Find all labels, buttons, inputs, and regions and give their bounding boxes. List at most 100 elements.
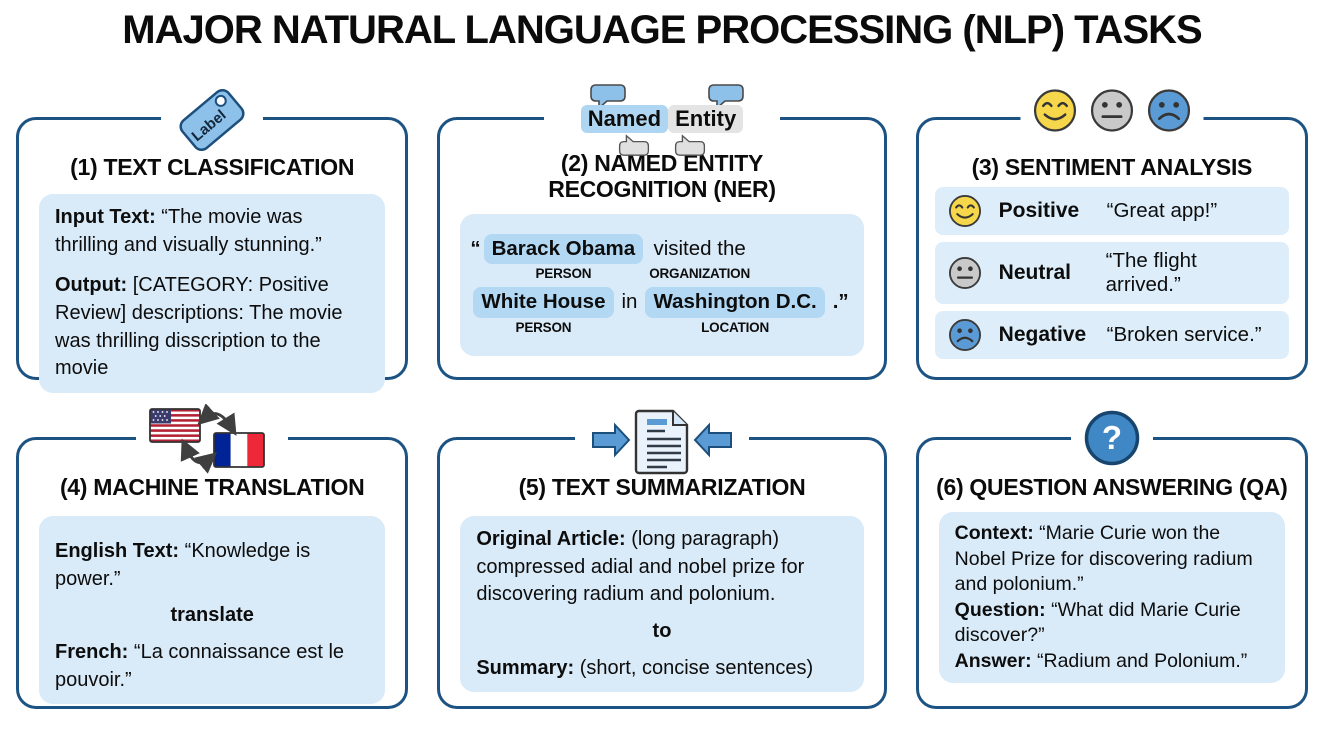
card4-french-label: French: — [55, 641, 129, 663]
ner-entity-tag: PERSON — [515, 319, 572, 335]
card6-question-line: Question: “What did Marie Curie discover… — [955, 598, 1269, 649]
sentiment-faces-icon — [1020, 88, 1204, 133]
card4-english-line: English Text: “Knowledge is power.” — [55, 538, 369, 593]
ner-phrase-chunk: visited the ORGANIZATION — [649, 234, 750, 284]
card5-heading: (5) TEXT SUMMARIZATION — [518, 474, 806, 500]
card2-content-box: “ Barack Obama PERSON visited the ORGANI… — [460, 214, 864, 357]
ner-entity-chunk: White House PERSON — [473, 287, 614, 337]
card-machine-translation: (4) MACHINE TRANSLATION English Text: “K… — [16, 403, 409, 709]
card-sentiment-analysis: (3) SENTIMENT ANALYSIS Positive “Great a… — [915, 88, 1308, 380]
card6-answer-text: “Radium and Polonium.” — [1037, 649, 1248, 672]
sad-face-icon — [1147, 89, 1190, 132]
ner-icon-word-entity: Entity — [668, 105, 744, 133]
sentiment-quote: “Great app!” — [1106, 199, 1218, 223]
card4-translate-word: translate — [170, 604, 254, 627]
card1-content-box: Input Text: “The movie was thrilling and… — [39, 194, 386, 393]
happy-face-icon — [1033, 89, 1076, 132]
card1-output-line: Output: [CATEGORY: Positive Review] desc… — [55, 272, 369, 382]
translation-flags-icon — [136, 403, 289, 474]
card1-input-label: Input Text: — [55, 206, 156, 229]
card5-summary-text: (short, concise sentences) — [579, 656, 814, 679]
ner-phrase: visited the — [653, 236, 746, 260]
card6-question-label: Question: — [954, 598, 1046, 621]
sentiment-label: Neutral — [998, 261, 1072, 285]
card1-input-line: Input Text: “The movie was thrilling and… — [55, 204, 369, 259]
ner-icon-word-named: Named — [580, 105, 669, 133]
ner-entity-chunk: Barack Obama PERSON — [483, 233, 644, 284]
card3-heading: (3) SENTIMENT ANALYSIS — [971, 154, 1253, 180]
card5-original-text: (long paragraph) compressed adial and no… — [476, 528, 805, 606]
card5-to-word: to — [652, 620, 672, 642]
us-flag-icon — [149, 408, 202, 443]
card-text-classification: Label (1) TEXT CLASSIFICATION Input Text… — [16, 84, 409, 393]
ner-entity-tag: PERSON — [535, 265, 592, 281]
card1-input-text: “The movie was thrilling and visually st… — [55, 206, 322, 256]
ner-entity-highlight: Washington D.C. — [645, 287, 825, 318]
ner-entity-highlight: White House — [473, 287, 614, 318]
happy-face-icon — [948, 195, 981, 228]
card5-content-box: Original Article: (long paragraph) compr… — [460, 516, 864, 693]
summarization-document-icon — [575, 404, 749, 476]
card4-heading: (4) MACHINE TRANSLATION — [59, 474, 365, 500]
card5-original-line: Original Article: (long paragraph) compr… — [476, 526, 847, 609]
speech-bubble-icon — [708, 84, 744, 110]
sentiment-label: Positive — [998, 199, 1080, 223]
speech-bubble-icon — [618, 134, 650, 156]
card1-heading: (1) TEXT CLASSIFICATION — [70, 154, 355, 180]
card4-french-line: French: “La connaissance est le pouvoir.… — [55, 639, 369, 694]
ner-closing-chunk: .” — [831, 287, 851, 317]
ner-sentence-line-1: “ Barack Obama PERSON visited the ORGANI… — [470, 233, 853, 284]
sad-face-icon — [948, 319, 981, 352]
ner-connector: in — [621, 290, 638, 314]
neutral-face-icon — [948, 257, 981, 290]
arrow-right-icon — [592, 422, 631, 458]
ner-closing-quote: .” — [832, 290, 849, 314]
card4-content-box: English Text: “Knowledge is power.” tran… — [39, 516, 386, 705]
card6-content-box: Context: “Marie Curie won the Nobel Priz… — [938, 512, 1285, 684]
document-icon — [634, 409, 689, 475]
card6-answer-label: Answer: — [954, 649, 1032, 672]
neutral-face-icon — [1090, 89, 1133, 132]
card1-output-label: Output: — [55, 274, 128, 297]
card5-original-label: Original Article: — [476, 528, 626, 551]
card6-answer-line: Answer: “Radium and Polonium.” — [955, 649, 1269, 675]
ner-connector-chunk: in — [620, 287, 640, 317]
card1-output-text: [CATEGORY: Positive Review] descriptions… — [55, 274, 343, 380]
sentiment-row-positive: Positive “Great app!” — [934, 187, 1289, 236]
card4-french-text: “La connaissance est le pouvoir.” — [55, 641, 345, 691]
card6-context-text: “Marie Curie won the Nobel Prize for dis… — [954, 522, 1253, 596]
card4-english-text: “Knowledge is power.” — [55, 540, 311, 590]
sentiment-row-neutral: Neutral “The flight arrived.” — [934, 242, 1289, 305]
card-question-answering: ? (6) QUESTION ANSWERING (QA) Context: “… — [915, 409, 1308, 709]
ner-entity-tag: LOCATION — [701, 319, 770, 335]
card2-heading: (2) NAMED ENTITY RECOGNITION (NER) — [548, 150, 776, 203]
card-text-summarization: (5) TEXT SUMMARIZATION Original Article:… — [437, 404, 887, 709]
card6-heading: (6) QUESTION ANSWERING (QA) — [936, 474, 1288, 500]
card6-context-label: Context: — [954, 522, 1034, 545]
question-mark-icon: ? — [1070, 409, 1153, 467]
french-flag-icon — [213, 432, 266, 468]
card6-context-line: Context: “Marie Curie won the Nobel Priz… — [955, 521, 1269, 598]
ner-phrase-tag: ORGANIZATION — [649, 265, 751, 281]
sentiment-label: Negative — [998, 323, 1087, 347]
sentiment-quote: “Broken service.” — [1106, 323, 1262, 347]
card5-summary-line: Summary: (short, concise sentences) — [476, 655, 847, 683]
cards-grid: Label (1) TEXT CLASSIFICATION Input Text… — [0, 84, 1324, 709]
arrow-left-icon — [693, 422, 732, 458]
card5-summary-label: Summary: — [476, 656, 575, 679]
card6-question-text: “What did Marie Curie discover?” — [954, 598, 1241, 647]
page-title: MAJOR NATURAL LANGUAGE PROCESSING (NLP) … — [122, 8, 1202, 52]
sentiment-row-negative: Negative “Broken service.” — [934, 311, 1289, 360]
ner-entity-highlight: Barack Obama — [483, 233, 644, 264]
ner-sentence-line-2: White House PERSON in Washington D.C. LO… — [470, 287, 853, 337]
card4-english-label: English Text: — [55, 540, 180, 563]
speech-bubble-icon — [590, 84, 626, 110]
question-glyph: ? — [1102, 419, 1122, 456]
sentiment-quote: “The flight arrived.” — [1105, 249, 1197, 297]
ner-open-quote: “ — [470, 236, 481, 260]
label-tag-icon: Label — [161, 84, 264, 156]
ner-entity-chunk: Washington D.C. LOCATION — [645, 287, 825, 337]
speech-bubble-icon — [674, 134, 706, 156]
